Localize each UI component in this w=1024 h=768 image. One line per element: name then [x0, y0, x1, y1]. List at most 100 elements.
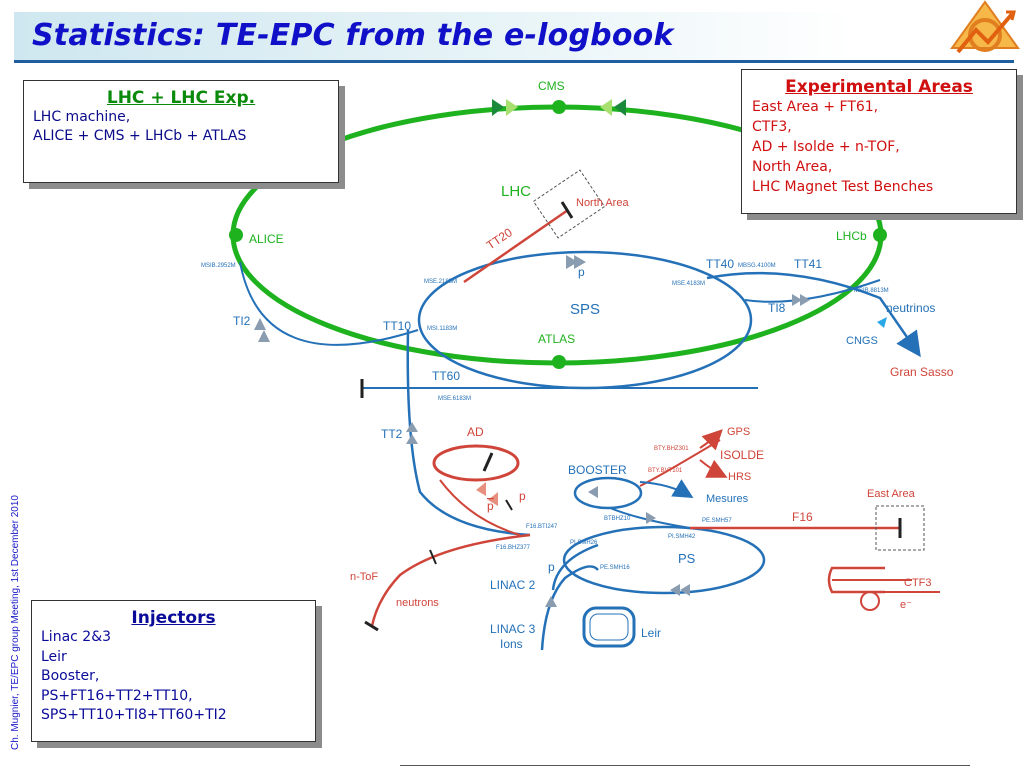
ti8-arrow-icon [792, 294, 802, 306]
label-tt40: TT40 [706, 257, 734, 271]
label-alice: ALICE [249, 232, 284, 246]
label-mse6183m: MSE.6183M [438, 396, 471, 402]
label-neutrinos: neutrinos [886, 301, 935, 315]
ps-arrow-icon [670, 584, 680, 596]
label-tt60: TT60 [432, 369, 460, 383]
sps-arrow-icon [566, 255, 578, 269]
ad-stop [482, 452, 494, 472]
lhc-box-line: ALICE + CMS + LHCb + ATLAS [33, 128, 247, 144]
lhc-box-line: LHC machine, [33, 109, 131, 125]
experimental-areas-box: Experimental Areas East Area + FT61, CTF… [741, 69, 1017, 214]
label-ad: AD [467, 425, 484, 439]
injectors-line: Booster, [41, 668, 100, 684]
label-east-area: East Area [867, 488, 916, 500]
leir-inner [589, 613, 629, 641]
injectors-line: SPS+TT10+TI8+TT60+TI2 [41, 707, 227, 723]
label-hrs: HRS [728, 471, 751, 483]
tt2-arrow-icon [406, 422, 418, 432]
label-msi1183m: MSI.1183M [427, 326, 457, 332]
isolde-gps [699, 429, 723, 451]
label-p-linac: p [548, 560, 555, 574]
label-f16: F16 [792, 510, 813, 524]
label-atlas: ATLAS [538, 332, 575, 346]
label-ti2: TI2 [233, 314, 251, 328]
cern-logo-icon [950, 0, 1020, 54]
ctf3-loop [860, 591, 880, 611]
ntof-line [370, 533, 531, 627]
label-electron: e⁻ [900, 599, 912, 611]
label-cms: CMS [538, 79, 565, 93]
label-booster: BOOSTER [568, 463, 627, 477]
ad-stop-2 [505, 499, 513, 511]
label-north-area: North Area [576, 197, 629, 209]
label-neutrons: neutrons [396, 597, 439, 609]
injectors-line: Linac 2&3 [41, 629, 112, 645]
booster-to-mesures [639, 479, 694, 499]
label-mse4183m: MSE.4183M [672, 281, 705, 287]
label-msib8813m: MSIB.8813M [854, 288, 889, 294]
ti2-line [239, 261, 419, 346]
tt2-arrow-icon [406, 434, 418, 444]
label-mbsg4100m: MBSG.4100M [738, 263, 776, 269]
booster-ring [573, 476, 643, 510]
label-pesmh57: PE.SMH57 [702, 518, 732, 524]
ad-arrow-icon [488, 492, 498, 506]
label-f16bti247: F16.BTI247 [526, 524, 558, 530]
label-gran-sasso: Gran Sasso [890, 365, 954, 379]
leir-ring [582, 606, 636, 648]
alice-point [229, 228, 243, 242]
ti2-arrow-icon [254, 318, 266, 330]
label-ions: Ions [500, 637, 523, 651]
label-gps: GPS [727, 426, 750, 438]
label-linac2: LINAC 2 [490, 578, 536, 592]
lhcb-point [873, 228, 887, 242]
label-pesmh16: PE.SMH16 [600, 565, 630, 571]
east-area-box [875, 505, 925, 551]
label-p-ad: p [519, 489, 526, 503]
label-p-sps: p [578, 265, 585, 279]
label-tt2: TT2 [381, 427, 403, 441]
page-title: Statistics: TE-EPC from the e-logbook [32, 18, 674, 53]
cms-point [552, 100, 566, 114]
label-cngs: CNGS [846, 335, 878, 347]
linac3-line [540, 565, 599, 651]
lhc-arrow-icon [614, 99, 626, 116]
ad-line [439, 479, 521, 536]
presenter-footer: Ch. Mugnier, TE/EPC group Meeting, 1st D… [10, 495, 21, 750]
label-mse2183m: MSE.2183M [424, 279, 457, 285]
linac2-line [551, 543, 599, 591]
label-msib2952m: MSIB.2952M [201, 263, 236, 269]
label-p-bar: p [487, 499, 494, 513]
experimental-areas-line: CTF3, [752, 119, 792, 135]
ti2-arrow-icon [258, 330, 270, 342]
label-ntof: n-ToF [350, 571, 378, 583]
ad-ring [432, 444, 520, 482]
lhc-arrow-icon [506, 99, 518, 116]
label-leir: Leir [641, 626, 661, 640]
label-linac3: LINAC 3 [490, 622, 536, 636]
experimental-areas-heading: Experimental Areas [785, 77, 973, 97]
cngs-arrow-icon [877, 317, 887, 328]
experimental-areas-line: LHC Magnet Test Benches [752, 179, 934, 195]
label-f16bhz377: F16.BHZ377 [496, 545, 531, 551]
lhc-arrow-icon [600, 99, 612, 116]
label-ctf3: CTF3 [904, 577, 932, 589]
ps-ring [562, 525, 766, 595]
label-pismh42: PI.SMH42 [668, 534, 696, 540]
label-btybvt101: BTY.BVT101 [648, 468, 683, 474]
experimental-areas-line: North Area, [752, 159, 833, 175]
ntof-stop-2 [429, 549, 437, 565]
north-area-stop [560, 201, 574, 219]
label-btbhz10: BTBHZ10 [604, 516, 631, 522]
injectors-heading: Injectors [131, 608, 216, 628]
ctf3-shape [827, 566, 885, 594]
label-pismh26: PI.SMH26 [570, 540, 598, 546]
label-lhcb: LHCb [836, 229, 867, 243]
ad-arrow-icon [476, 482, 486, 496]
lhc-arrow-icon [492, 99, 504, 116]
lhc-box: LHC + LHC Exp. LHC machine, ALICE + CMS … [23, 80, 339, 183]
label-ps: PS [678, 551, 696, 566]
sps-arrow-icon [574, 255, 586, 269]
label-tt41: TT41 [794, 257, 822, 271]
tt41-line [706, 271, 921, 358]
